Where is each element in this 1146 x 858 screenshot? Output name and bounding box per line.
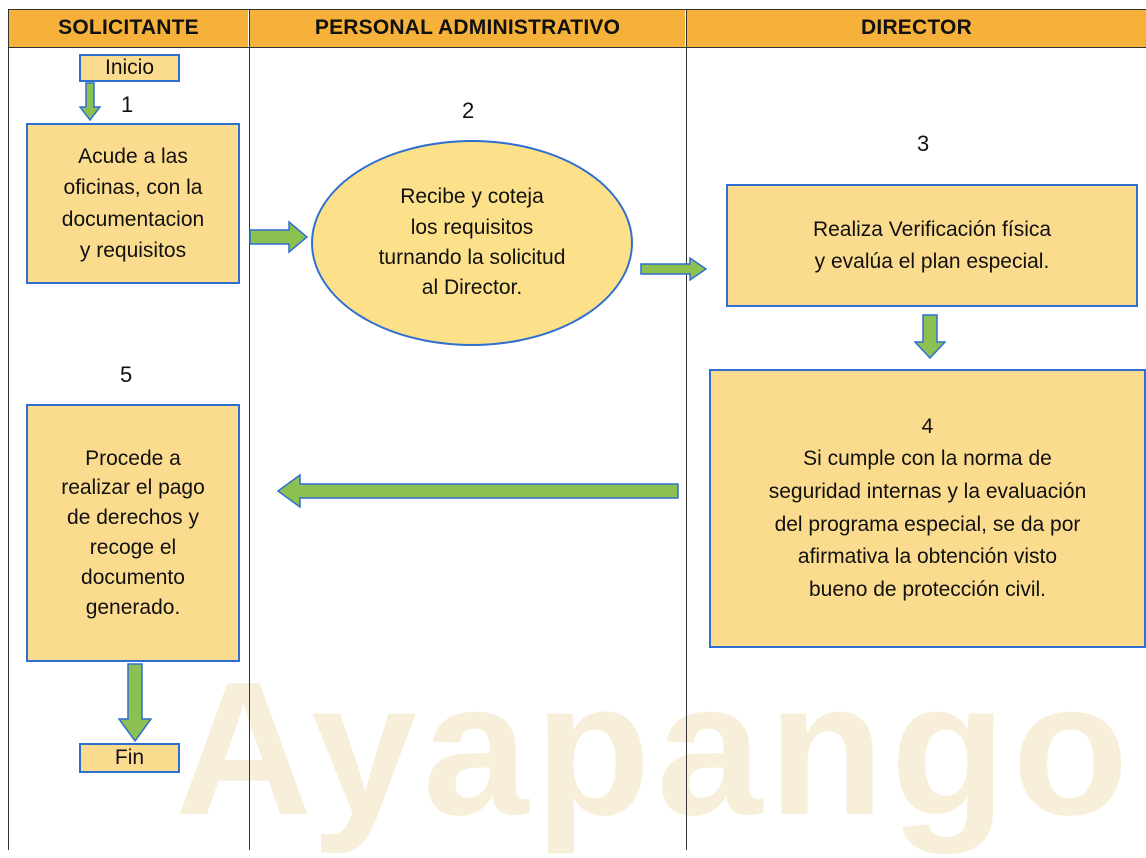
step-2-ellipse: Recibe y coteja los requisitos turnando … xyxy=(311,140,633,346)
arrow-start-to-step1 xyxy=(79,82,101,122)
lane-divider-2 xyxy=(686,9,687,850)
lane-border-left xyxy=(8,9,9,850)
lane-header-director: DIRECTOR xyxy=(687,9,1146,47)
step-number-4: 4 xyxy=(921,414,934,438)
step-4-text: Si cumple con la norma de seguridad inte… xyxy=(768,447,1087,601)
arrow-step4-to-step5 xyxy=(276,473,679,509)
arrow-step1-to-step2 xyxy=(249,220,309,254)
step-1-box: Acude a las oficinas, con la documentaci… xyxy=(26,123,240,284)
step-number-1: 1 xyxy=(121,92,134,117)
header-bottom-border xyxy=(8,47,1146,48)
step-4-content: 4 Si cumple con la norma de seguridad in… xyxy=(769,411,1087,606)
step-4-box: 4 Si cumple con la norma de seguridad in… xyxy=(709,369,1146,648)
step-number-5: 5 xyxy=(120,362,133,387)
lane-divider-1 xyxy=(249,9,250,850)
end-terminal: Fin xyxy=(79,743,180,773)
lane-header-solicitante: SOLICITANTE xyxy=(9,9,248,47)
start-terminal: Inicio xyxy=(79,54,180,82)
arrow-step2-to-step3 xyxy=(640,256,708,282)
lane-header-personal-administrativo: PERSONAL ADMINISTRATIVO xyxy=(250,9,685,47)
arrow-step3-to-step4 xyxy=(914,314,946,360)
step-number-3: 3 xyxy=(917,131,930,156)
step-5-box: Procede a realizar el pago de derechos y… xyxy=(26,404,240,662)
background-watermark: Ayapango xyxy=(175,643,1135,855)
table-top-border xyxy=(8,9,1146,10)
step-number-2: 2 xyxy=(462,98,475,123)
arrow-step5-to-end xyxy=(118,663,152,743)
step-3-box: Realiza Verificación física y evalúa el … xyxy=(726,184,1138,307)
